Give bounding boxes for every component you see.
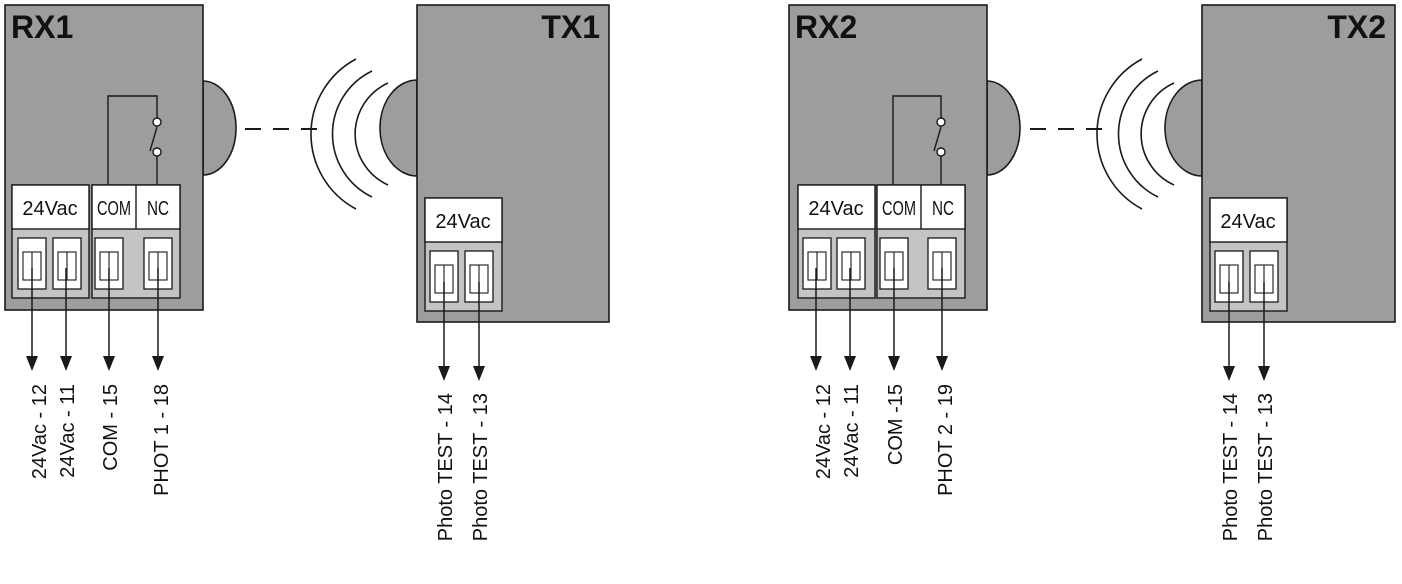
rx1-wire-label-4: PHOT 1 - 18 (151, 384, 173, 496)
rx2-terminal-com-nc: COM NC (876, 184, 966, 299)
rx2-wire-label-4: PHOT 2 - 19 (935, 384, 957, 496)
tx2-lens (1164, 79, 1203, 177)
rx1-lead-2: 24Vac - 11 (57, 268, 79, 478)
terminal-screw-icon (802, 237, 832, 290)
tx2-lead-1: Photo TEST - 14 (1220, 282, 1242, 541)
tx1-title: TX1 (541, 9, 600, 45)
rx2-lead-2: 24Vac - 11 (841, 268, 863, 478)
rx1-terminal-com-nc: COM NC (91, 184, 181, 299)
rx2-relay-contact (892, 95, 946, 185)
tx2-terminal-24vac-label: 24Vac (1220, 211, 1275, 233)
rx2-lens (986, 80, 1021, 176)
tx1-lead-1: Photo TEST - 14 (435, 282, 457, 541)
tx2-title: TX2 (1327, 9, 1386, 45)
rx2-title: RX2 (795, 9, 857, 45)
rx2-wire-label-1: 24Vac - 12 (813, 384, 835, 479)
rx1-title: RX1 (11, 9, 73, 45)
rx1-relay-contact (107, 95, 162, 185)
rx1-lead-4: PHOT 1 - 18 (151, 268, 173, 496)
rx1-terminal-24vac-label: 24Vac (22, 198, 77, 220)
terminal-screw-icon (927, 237, 957, 290)
rx1-terminal-com-label: COM (97, 198, 131, 220)
rx2-lead-3: COM -15 (885, 268, 907, 465)
rx2-lead-1: 24Vac - 12 (810, 268, 835, 479)
rx2-wire-label-3: COM -15 (885, 384, 907, 465)
signal-waves-icon (1096, 58, 1175, 210)
rx2-lead-4: PHOT 2 - 19 (935, 268, 957, 496)
terminal-screw-icon (1249, 250, 1279, 303)
rx1-wire-label-1: 24Vac - 12 (29, 384, 51, 479)
tx1-unit: TX1 24Vac Photo TEST - 14 Photo T (379, 4, 610, 541)
rx2-unit: RX2 24Vac (788, 4, 1021, 496)
rx1-wire-label-3: COM - 15 (100, 384, 122, 471)
rx1-terminal-24vac: 24Vac (11, 184, 90, 299)
signal-waves-icon (310, 58, 389, 210)
tx2-wire-label-1: Photo TEST - 14 (1220, 393, 1242, 541)
tx1-lead-2: Photo TEST - 13 (470, 282, 492, 541)
rx1-wire-label-2: 24Vac - 11 (57, 384, 79, 478)
rx2-terminal-24vac-label: 24Vac (808, 198, 863, 220)
tx2-terminal-24vac: 24Vac (1209, 197, 1288, 312)
rx1-unit: RX1 24Vac (4, 4, 237, 496)
tx2-wire-label-2: Photo TEST - 13 (1255, 393, 1277, 541)
tx1-terminal-24vac: 24Vac (424, 197, 503, 312)
tx2-lead-2: Photo TEST - 13 (1255, 282, 1277, 541)
terminal-screw-icon (52, 237, 82, 290)
rx2-wire-label-2: 24Vac - 11 (841, 384, 863, 478)
rx1-lead-1: 24Vac - 12 (26, 268, 51, 479)
terminal-screw-icon (836, 237, 866, 290)
rx1-terminal-nc-label: NC (147, 198, 169, 220)
tx2-unit: TX2 24Vac Photo TEST - 14 Photo T (1164, 4, 1396, 541)
tx1-lens (379, 79, 418, 177)
rx1-lens (202, 80, 237, 176)
tx1-wire-label-1: Photo TEST - 14 (435, 393, 457, 541)
tx1-terminal-24vac-label: 24Vac (435, 211, 490, 233)
rx1-lead-3: COM - 15 (100, 268, 122, 471)
rx2-terminal-nc-label: NC (932, 198, 954, 220)
tx1-wire-label-2: Photo TEST - 13 (470, 393, 492, 541)
rx2-terminal-24vac: 24Vac (797, 184, 876, 299)
rx2-terminal-com-label: COM (882, 198, 916, 220)
